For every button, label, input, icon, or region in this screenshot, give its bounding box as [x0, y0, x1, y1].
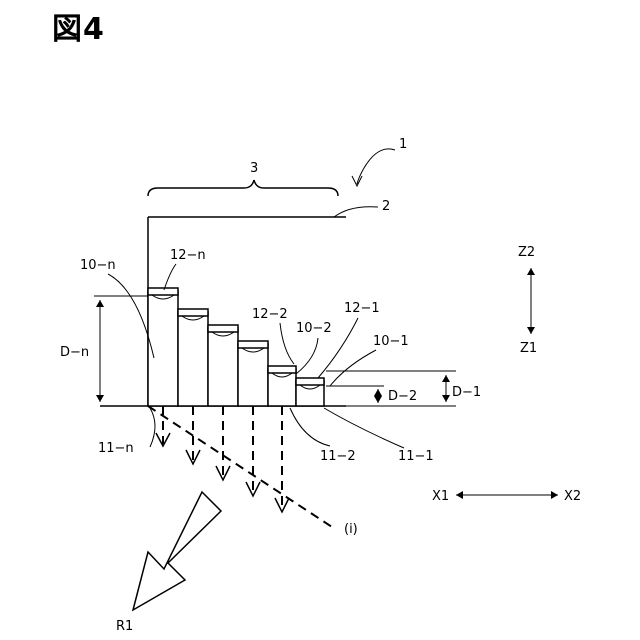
leader-10-1: [330, 350, 376, 386]
leader-11-n: [150, 408, 155, 447]
line-i: [148, 406, 332, 527]
x1-label: X1: [432, 489, 449, 504]
column-step-2: [178, 312, 208, 406]
ref-1-label: 1: [399, 137, 407, 152]
label-12-1: 12−1: [344, 301, 380, 316]
leader-10-2: [296, 338, 318, 374]
leader-10-n: [108, 274, 154, 358]
cap-step-3: [208, 325, 238, 332]
cap-12-n: [148, 288, 178, 295]
label-11-1: 11−1: [398, 449, 434, 464]
cap-12-1: [296, 378, 324, 385]
label-10-1: 10−1: [373, 334, 409, 349]
label-10-2: 10−2: [296, 321, 332, 336]
leader-12-n: [164, 264, 176, 290]
column-10-n: [148, 291, 178, 406]
cap-12-2: [268, 366, 296, 373]
label-10-n: 10−n: [80, 258, 116, 273]
ref-1-leader: [357, 149, 395, 184]
label-11-n: 11−n: [98, 441, 134, 456]
ref-1-arrowhead: [352, 176, 362, 186]
leader-11-1: [324, 408, 404, 448]
ref-2-leader: [334, 207, 378, 217]
label-12-n: 12−n: [170, 248, 206, 263]
ref-3-label: 3: [250, 161, 258, 176]
cap-step-2: [178, 309, 208, 316]
leader-12-2: [280, 323, 294, 364]
label-12-2: 12−2: [252, 307, 288, 322]
column-10-2: [268, 369, 296, 406]
dim-d-1-label: D−1: [452, 385, 481, 400]
brace-3: [148, 180, 338, 196]
x2-label: X2: [564, 489, 581, 504]
column-step-3: [208, 328, 238, 406]
r1-label: R1: [116, 619, 133, 634]
line-i-label: (i): [344, 522, 358, 537]
cap-step-4: [238, 341, 268, 348]
label-11-2: 11−2: [320, 449, 356, 464]
leader-11-2: [290, 408, 330, 446]
r1-arrow: [133, 492, 221, 610]
z1-label: Z1: [520, 341, 537, 356]
z2-label: Z2: [518, 245, 535, 260]
light-rays: [156, 406, 289, 512]
dim-d-2-label: D−2: [388, 389, 417, 404]
column-group: [148, 288, 324, 406]
column-step-4: [238, 344, 268, 406]
dim-d-n-label: D−n: [60, 345, 89, 360]
ref-2-label: 2: [382, 199, 390, 214]
